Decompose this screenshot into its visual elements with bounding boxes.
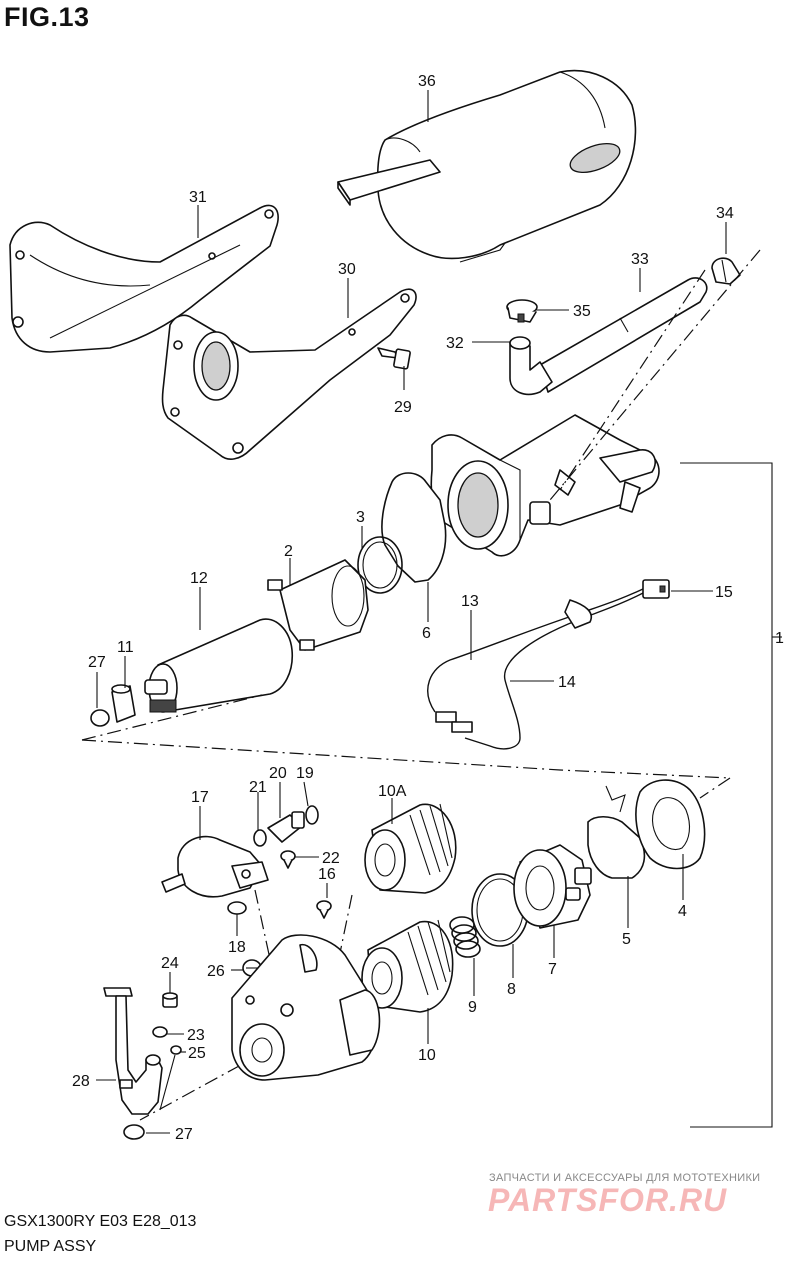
part-1-pump-body[interactable] (231, 934, 381, 1081)
alignment-line-3 (699, 777, 731, 799)
callout-10a: 10A (378, 783, 407, 800)
callout-34: 34 (716, 205, 734, 222)
part-36-duct-cover[interactable] (337, 69, 637, 263)
callout-29: 29 (394, 399, 412, 416)
part-13-14-15-wiring-harness[interactable] (427, 579, 670, 750)
part-35-clamp[interactable] (506, 299, 538, 323)
callout-1-bracket (680, 462, 773, 1128)
part-10a-fuel-filter[interactable] (364, 803, 457, 894)
callout-20: 20 (269, 765, 287, 782)
callout-30: 30 (338, 261, 356, 278)
part-30-bracket[interactable] (161, 288, 417, 460)
part-11-collar[interactable] (111, 684, 136, 723)
callout-36: 36 (418, 73, 436, 90)
part-16-screw[interactable] (316, 900, 332, 919)
part-28-pipe-assembly[interactable] (103, 987, 163, 1115)
part-12-fuel-pump[interactable] (144, 618, 294, 713)
callout-23: 23 (187, 1027, 205, 1044)
part-5-plate[interactable] (587, 785, 646, 879)
callout-3: 3 (356, 509, 365, 526)
callout-21: 21 (249, 779, 267, 796)
part-4-rotor-plate[interactable] (635, 779, 706, 870)
callout-9: 9 (468, 999, 477, 1016)
callout-18: 18 (228, 939, 246, 956)
part-25-fitting[interactable] (159, 1045, 182, 1111)
callout-33: 33 (631, 251, 649, 268)
callout-2: 2 (284, 543, 293, 560)
assembly-name: PUMP ASSY (4, 1238, 97, 1255)
part-23-washer[interactable] (152, 1026, 168, 1038)
part-3-o-ring[interactable] (357, 536, 403, 594)
callout-11: 11 (117, 639, 134, 656)
alignment-line-2 (81, 739, 731, 779)
part-7-valve-body[interactable] (513, 844, 592, 929)
figure-title: FIG.13 (4, 2, 90, 32)
callout-22: 22 (322, 850, 340, 867)
callout-4: 4 (678, 903, 687, 920)
part-20-fitting[interactable] (267, 811, 305, 843)
part-22-screw[interactable] (280, 850, 296, 869)
callout-15: 15 (715, 584, 733, 601)
callout-6: 6 (422, 625, 431, 642)
callout-32: 32 (446, 335, 464, 352)
part-10-fuel-filter[interactable] (361, 919, 454, 1013)
part-18-o-ring[interactable] (227, 901, 247, 915)
model-code: GSX1300RY E03 E28_013 (4, 1213, 197, 1230)
alignment-line-1 (81, 694, 263, 741)
part-29-bolt[interactable] (377, 347, 411, 370)
part-6-gasket[interactable] (381, 472, 447, 583)
part-21-o-ring[interactable] (253, 829, 267, 847)
callout-35: 35 (573, 303, 591, 320)
callout-27-bottom: 27 (175, 1126, 193, 1143)
part-17-pressure-regulator[interactable] (161, 835, 269, 898)
callout-28: 28 (72, 1073, 90, 1090)
callout-1: 1 (775, 630, 784, 647)
part-31-bracket[interactable] (9, 204, 279, 353)
alignment-line-4 (559, 269, 706, 491)
callout-14: 14 (558, 674, 576, 691)
callout-10: 10 (418, 1047, 436, 1064)
part-2-holder[interactable] (267, 559, 369, 651)
part-1-pump-housing-cover[interactable] (430, 414, 660, 557)
callout-7: 7 (548, 961, 557, 978)
callout-26: 26 (207, 963, 225, 980)
leader-lines (96, 90, 727, 1134)
callout-17: 17 (191, 789, 209, 806)
callout-16: 16 (318, 866, 336, 883)
part-27-o-ring-bottom[interactable] (123, 1124, 145, 1140)
part-27-o-ring-top[interactable] (90, 709, 110, 727)
part-34-clamp[interactable] (711, 257, 741, 285)
callout-31: 31 (189, 189, 207, 206)
part-33-hose[interactable] (539, 277, 708, 393)
part-24-fitting[interactable] (162, 992, 178, 1008)
part-19-o-ring[interactable] (305, 805, 319, 825)
callout-8: 8 (507, 981, 516, 998)
callout-13: 13 (461, 593, 479, 610)
watermark-tagline: ЗАПЧАСТИ И АКСЕССУАРЫ ДЛЯ МОТОТЕХНИКИ (489, 1172, 761, 1184)
callout-12: 12 (190, 570, 208, 587)
watermark-brand[interactable]: PARTSFOR.RU (488, 1182, 728, 1218)
part-9-spring[interactable] (449, 916, 481, 958)
callout-27-top: 27 (88, 654, 106, 671)
callout-25: 25 (188, 1045, 206, 1062)
callout-labels: 1 2 3 4 5 6 7 8 9 10 10A 11 12 13 14 15 … (72, 73, 784, 1143)
callout-5: 5 (622, 931, 631, 948)
callout-24: 24 (161, 955, 179, 972)
part-32-hose-elbow[interactable] (509, 336, 553, 396)
callout-19: 19 (296, 765, 314, 782)
alignment-line-5 (549, 249, 761, 501)
